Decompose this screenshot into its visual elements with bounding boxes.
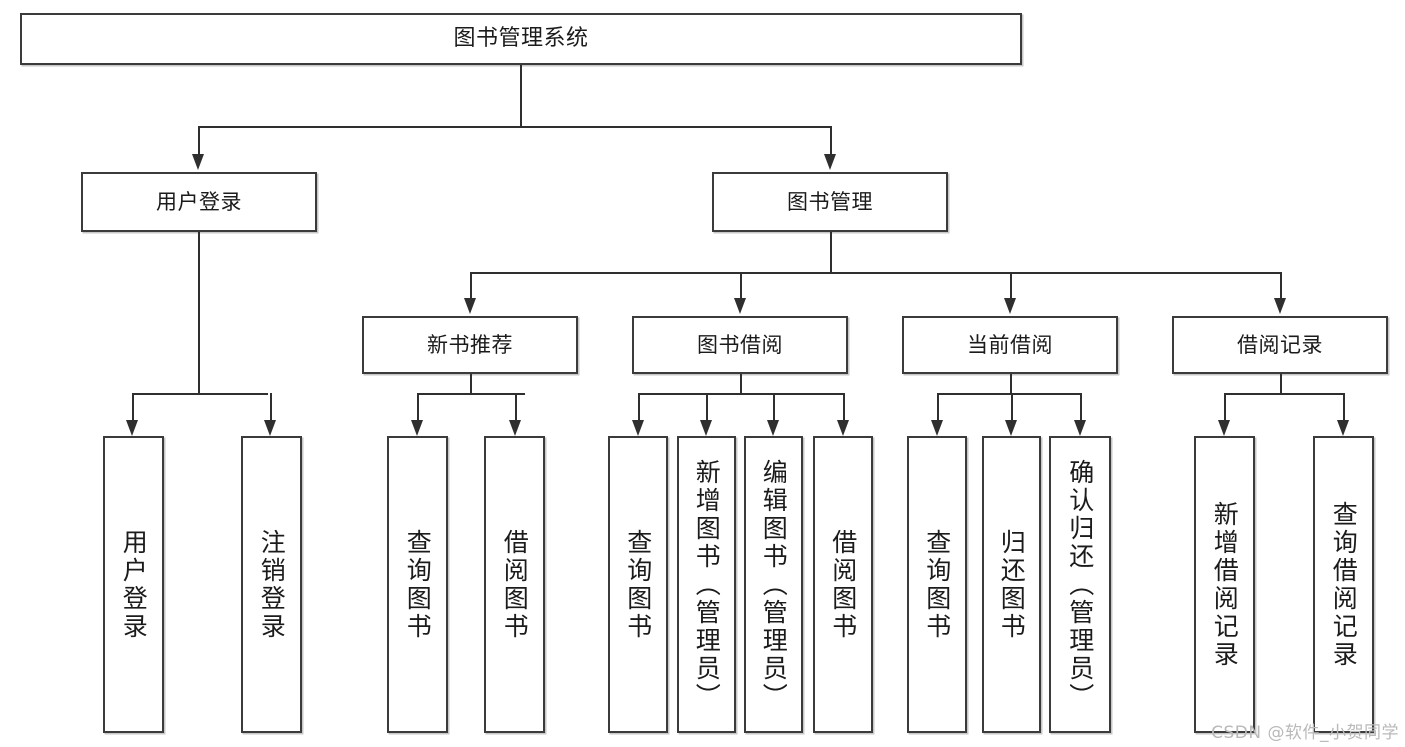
connector-book-borrow-to-leaf-4 [843, 393, 845, 420]
connector-current-borrow-to-leaf-2 [1011, 393, 1013, 420]
leaf-br-add-record[interactable]: 新增借阅记录 [1194, 436, 1255, 733]
arrowhead-bb-edit-book [767, 420, 779, 436]
leaf-nbr-query-book[interactable]: 查询图书 [387, 436, 448, 733]
connector-new-book-bus [417, 393, 525, 395]
connector-user-login-stem [198, 232, 200, 393]
connector-current-borrow-to-leaf-3 [1080, 393, 1082, 420]
arrowhead-cb-confirm-return [1074, 420, 1086, 436]
connector-book-mgmt-to-current [1010, 272, 1012, 298]
connector-book-mgmt-stem [830, 232, 832, 272]
connector-user-login-to-leaf-1 [132, 393, 134, 420]
node-label: 当前借阅 [967, 332, 1053, 357]
connector-book-mgmt-to-record [1280, 272, 1282, 298]
node-label: 确认归还（管理员） [1065, 458, 1095, 711]
node-root-system[interactable]: 图书管理系统 [20, 13, 1022, 65]
node-label: 借阅记录 [1237, 332, 1323, 357]
arrowhead-bb-query-book [632, 420, 644, 436]
connector-borrow-record-to-leaf-2 [1343, 393, 1345, 420]
node-label: 图书借阅 [697, 332, 783, 357]
arrowhead-current-borrow [1004, 298, 1016, 314]
connector-current-borrow-to-leaf-1 [937, 393, 939, 420]
arrowhead-leaf-logout [264, 420, 276, 436]
arrowhead-cb-query-book [931, 420, 943, 436]
leaf-bb-borrow-book[interactable]: 借阅图书 [813, 436, 873, 733]
arrowhead-br-query-record [1337, 420, 1349, 436]
arrowhead-br-add-record [1218, 420, 1230, 436]
node-label: 归还图书 [997, 528, 1027, 641]
connector-borrow-record-bus [1224, 393, 1344, 395]
node-label: 新增图书（管理员） [692, 458, 722, 711]
leaf-bb-add-book[interactable]: 新增图书（管理员） [677, 436, 736, 733]
leaf-cb-confirm-return[interactable]: 确认归还（管理员） [1049, 436, 1111, 733]
node-label: 图书管理 [787, 189, 873, 214]
node-label: 查询借阅记录 [1329, 500, 1359, 669]
node-user-login[interactable]: 用户登录 [81, 172, 317, 232]
arrowhead-new-book-recommend [464, 298, 476, 314]
connector-new-book-stem [470, 374, 472, 393]
connector-borrow-record-to-leaf-1 [1224, 393, 1226, 420]
node-label: 新书推荐 [427, 332, 513, 357]
leaf-cb-query-book[interactable]: 查询图书 [907, 436, 967, 733]
arrowhead-bb-add-book [700, 420, 712, 436]
node-label: 查询图书 [403, 528, 433, 641]
arrowhead-book-borrow [734, 298, 746, 314]
connector-book-borrow-to-leaf-3 [773, 393, 775, 420]
connector-root-stem [520, 65, 522, 126]
node-label: 借阅图书 [828, 528, 858, 641]
node-label: 查询图书 [922, 528, 952, 641]
leaf-bb-edit-book[interactable]: 编辑图书（管理员） [744, 436, 803, 733]
arrowhead-leaf-user-login [126, 420, 138, 436]
connector-root-bus [198, 126, 832, 128]
node-book-management[interactable]: 图书管理 [712, 172, 948, 232]
connector-new-book-to-leaf-2 [515, 393, 517, 420]
node-label: 图书管理系统 [453, 26, 589, 52]
arrowhead-cb-return-book [1005, 420, 1017, 436]
csdn-watermark: CSDN @软件_小贺同学 [1211, 723, 1399, 743]
connector-user-login-to-leaf-2 [270, 393, 272, 420]
leaf-cb-return-book[interactable]: 归还图书 [982, 436, 1041, 733]
node-label: 用户登录 [156, 189, 242, 214]
connector-current-borrow-bus [937, 393, 1080, 395]
connector-borrow-record-stem [1280, 374, 1282, 393]
arrowhead-book-mgmt [824, 154, 836, 170]
connector-book-borrow-stem [740, 374, 742, 393]
arrowhead-bb-borrow-book [837, 420, 849, 436]
connector-book-mgmt-to-new-book [470, 272, 472, 298]
connector-root-to-user-login [198, 126, 200, 154]
connector-root-to-book-mgmt [830, 126, 832, 154]
connector-user-login-bus [132, 393, 268, 395]
leaf-br-query-record[interactable]: 查询借阅记录 [1313, 436, 1374, 733]
node-label: 新增借阅记录 [1210, 500, 1240, 669]
connector-book-borrow-to-leaf-1 [638, 393, 640, 420]
arrowhead-user-login [192, 154, 204, 170]
arrowhead-nbr-query-book [411, 420, 423, 436]
leaf-nbr-borrow-book[interactable]: 借阅图书 [484, 436, 545, 733]
connector-new-book-to-leaf-1 [417, 393, 419, 420]
arrowhead-borrow-record [1274, 298, 1286, 314]
node-label: 编辑图书（管理员） [759, 458, 789, 711]
connector-book-borrow-bus [638, 393, 844, 395]
connector-book-mgmt-bus [470, 272, 1280, 274]
connector-book-mgmt-to-borrow [740, 272, 742, 298]
node-borrow-record[interactable]: 借阅记录 [1172, 316, 1388, 374]
connector-current-borrow-stem [1010, 374, 1012, 393]
leaf-user-login[interactable]: 用户登录 [103, 436, 164, 733]
node-label: 注销登录 [257, 528, 287, 641]
connector-book-borrow-to-leaf-2 [706, 393, 708, 420]
leaf-logout[interactable]: 注销登录 [241, 436, 302, 733]
node-label: 借阅图书 [500, 528, 530, 641]
node-current-borrow[interactable]: 当前借阅 [902, 316, 1118, 374]
node-label: 用户登录 [119, 528, 149, 641]
node-new-book-recommend[interactable]: 新书推荐 [362, 316, 578, 374]
arrowhead-nbr-borrow-book [509, 420, 521, 436]
node-label: 查询图书 [623, 528, 653, 641]
leaf-bb-query-book[interactable]: 查询图书 [608, 436, 668, 733]
node-book-borrow[interactable]: 图书借阅 [632, 316, 848, 374]
